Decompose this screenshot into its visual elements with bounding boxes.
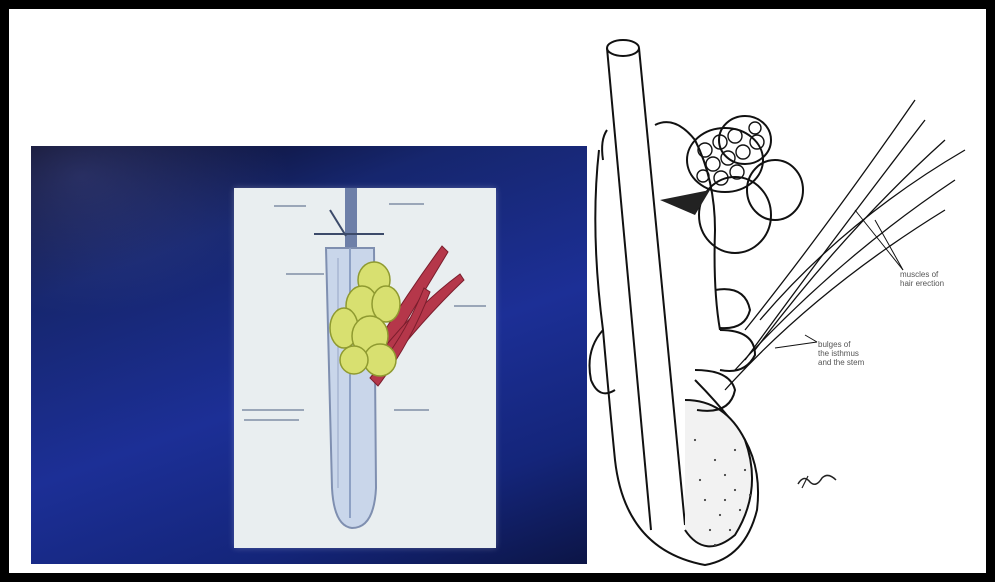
hair-follicle-color-illustration <box>234 188 496 548</box>
artist-signature <box>796 470 841 490</box>
gland-duct <box>660 190 710 215</box>
hair-shaft-top <box>607 40 639 56</box>
hair-shaft-left <box>607 48 651 530</box>
projected-slide-photo <box>31 146 587 564</box>
hair-follicle-line-drawing <box>585 30 985 570</box>
label-bulges-of-isthmus-and-stem: bulges of the isthmus and the stem <box>818 340 864 367</box>
label-muscles-of-hair-erection: muscles of hair erection <box>900 270 944 288</box>
slide-illustration <box>234 188 496 548</box>
hair-shaft-right <box>639 48 685 525</box>
